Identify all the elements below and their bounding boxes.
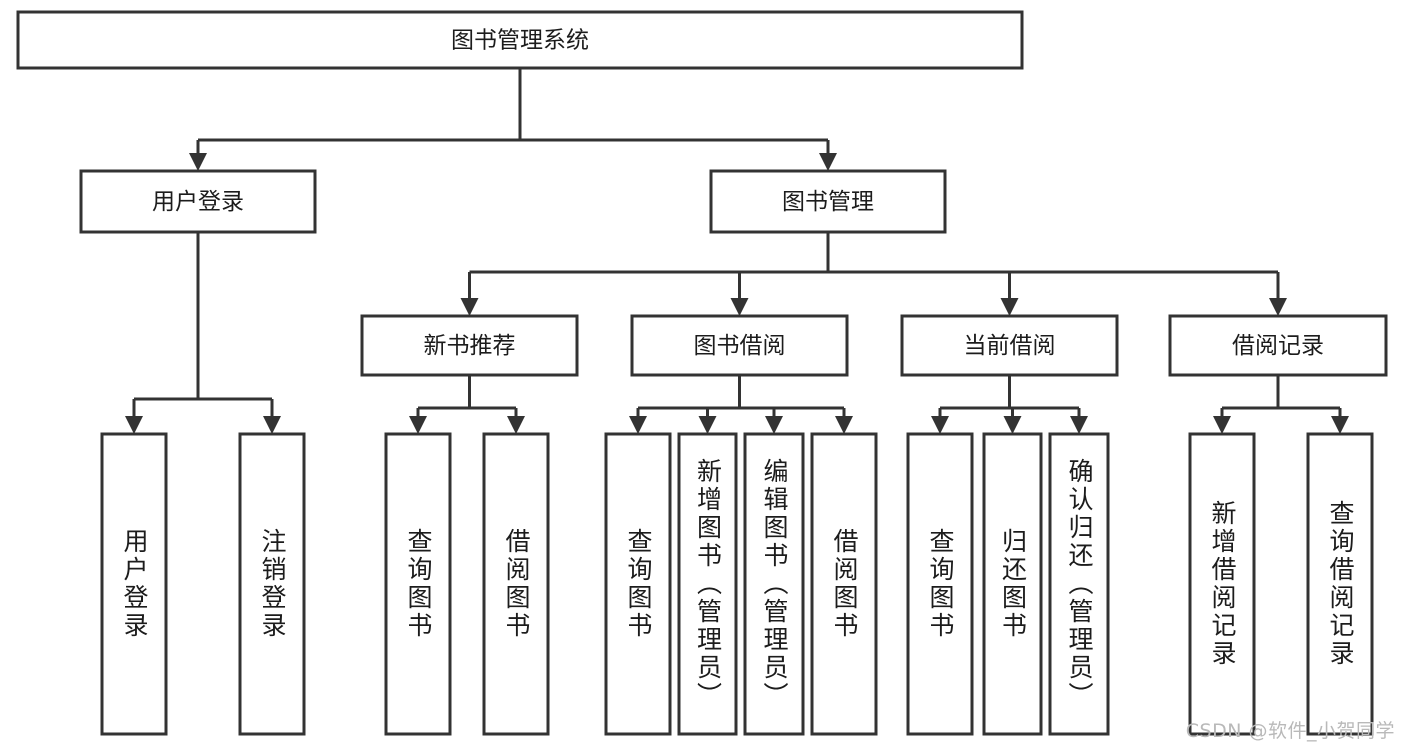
node-level3-2[interactable]: 当前借阅	[900, 314, 1119, 377]
node-level3-1[interactable]: 图书借阅	[630, 314, 849, 377]
node-label: 图书借阅	[694, 333, 786, 359]
arrow-head-icon	[507, 416, 525, 434]
node-leaf-7[interactable]	[810, 432, 878, 736]
node-leaf-11[interactable]	[1188, 432, 1256, 736]
arrow-head-icon	[819, 153, 837, 171]
arrow-head-icon	[730, 298, 749, 316]
arrow-head-icon	[1269, 298, 1287, 316]
node-leaf-6[interactable]	[743, 432, 805, 736]
arrow-head-icon	[1000, 298, 1019, 316]
node-leaf-10[interactable]	[1048, 432, 1110, 736]
node-leaf-0[interactable]	[100, 432, 168, 736]
arrow-head-icon	[629, 416, 647, 434]
arrow-head-icon	[931, 416, 949, 434]
node-level3-3[interactable]: 借阅记录	[1168, 314, 1388, 377]
node-label: 图书管理系统	[451, 28, 589, 54]
node-label: 当前借阅	[964, 333, 1056, 359]
arrow-head-icon	[1331, 416, 1349, 434]
node-level2-1[interactable]: 图书管理	[709, 169, 947, 234]
arrow-head-icon	[460, 298, 479, 316]
arrow-head-icon	[1213, 416, 1231, 434]
arrow-head-icon	[1003, 416, 1022, 434]
node-leaf-1[interactable]	[238, 432, 306, 736]
node-label: 图书管理	[782, 189, 874, 215]
node-label: 借阅记录	[1232, 333, 1324, 359]
node-leaf-12[interactable]	[1306, 432, 1374, 736]
node-label: 用户登录	[152, 189, 244, 215]
arrow-head-icon	[1070, 416, 1088, 434]
arrow-head-icon	[765, 416, 783, 434]
node-leaf-8[interactable]	[906, 432, 974, 736]
node-leaf-9[interactable]	[982, 432, 1043, 736]
watermark-text: CSDN @软件_小贺同学	[1185, 720, 1395, 742]
node-level3-0[interactable]: 新书推荐	[360, 314, 579, 377]
node-root-图书管理系统[interactable]: 图书管理系统	[16, 10, 1024, 70]
arrow-head-icon	[263, 416, 281, 434]
arrow-head-icon	[125, 416, 143, 434]
arrow-head-icon	[835, 416, 853, 434]
arrow-head-icon	[409, 416, 427, 434]
node-label: 新书推荐	[424, 333, 516, 359]
node-level2-0[interactable]: 用户登录	[79, 169, 317, 234]
node-leaf-5[interactable]	[677, 432, 738, 736]
arrow-head-icon	[189, 153, 207, 171]
node-leaf-2[interactable]	[384, 432, 452, 736]
arrow-head-icon	[698, 416, 717, 434]
node-leaf-3[interactable]	[482, 432, 550, 736]
node-leaf-4[interactable]	[604, 432, 672, 736]
